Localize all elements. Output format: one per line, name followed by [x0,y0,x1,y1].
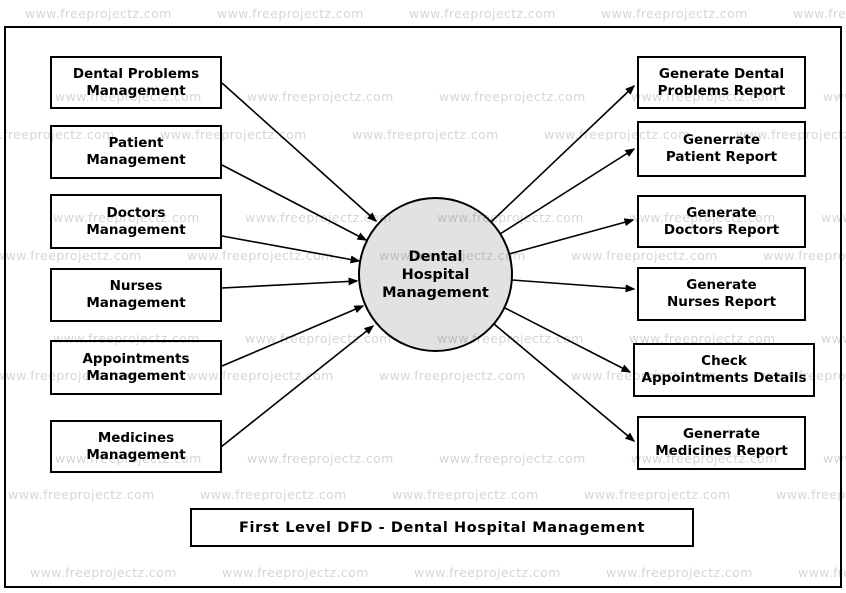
entity-label-line: Check [701,353,747,369]
entity-label-line: Nurses Report [666,294,777,310]
entity-label-line: Appointments Details [641,370,807,386]
process-label-line: Dental [408,248,463,265]
entity-generate-doctors-report: Generate Doctors Report [637,195,806,248]
process-label-line: Management [382,284,489,301]
watermark-text: www.freeprojectz.com [409,6,556,21]
watermark-text: www.freeprojectz.com [25,6,172,21]
entity-label-line: Management [86,152,186,168]
entity-label-line: Medicines Report [655,443,788,459]
watermark-text: www.freeprojectz.com [793,6,846,21]
entity-check-appointments-details: Check Appointments Details [633,343,815,397]
entity-label-line: Management [86,295,186,311]
entity-generate-medicines-report: Generrate Medicines Report [637,416,806,470]
entity-generate-nurses-report: Generate Nurses Report [637,267,806,321]
process-dental-hospital-management: Dental Hospital Management [358,197,513,352]
entity-dental-problems-management: Dental Problems Management [50,56,222,109]
entity-label-line: Management [86,367,186,384]
process-label-line: Hospital [401,266,470,283]
entity-label-line: Doctors [106,204,166,221]
entity-label-line: Problems Report [657,82,786,99]
entity-generate-dental-problems-report: Generate Dental Problems Report [637,56,806,109]
entity-label-line: Management [86,221,186,238]
entity-nurses-management: Nurses Management [50,268,222,322]
entity-label-line: Nurses [109,278,163,294]
watermark-text: www.freeprojectz.com [217,6,364,21]
entity-medicines-management: Medicines Management [50,420,222,473]
entity-patient-management: Patient Management [50,125,222,179]
entity-doctors-management: Doctors Management [50,194,222,249]
entity-label-line: Appointments [82,350,190,367]
diagram-caption: First Level DFD - Dental Hospital Manage… [239,519,645,536]
entity-label-line: Dental Problems [72,65,200,82]
diagram-caption-box: First Level DFD - Dental Hospital Manage… [190,508,694,547]
entity-label-line: Doctors Report [663,221,780,238]
entity-label-line: Generate [686,204,757,221]
entity-label-line: Patient Report [665,149,778,165]
entity-label-line: Patient [108,135,164,151]
entity-generate-patient-report: Generrate Patient Report [637,121,806,177]
entity-appointments-management: Appointments Management [50,340,222,395]
entity-label-line: Medicines [97,429,175,446]
entity-label-line: Generate [686,277,757,293]
diagram-border-frame [4,26,842,588]
entity-label-line: Generrate [682,132,761,148]
entity-label-line: Generrate [682,426,761,442]
watermark-text: www.freeprojectz.com [601,6,748,21]
entity-label-line: Management [86,82,186,99]
entity-label-line: Management [86,446,186,463]
entity-label-line: Generate Dental [658,65,785,82]
